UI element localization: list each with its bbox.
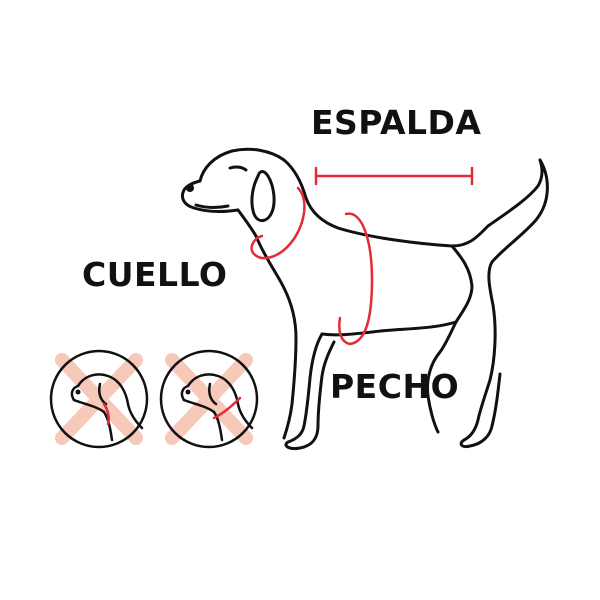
chest-label: PECHO	[330, 367, 460, 406]
wrong-fit-icon-1	[49, 349, 149, 449]
dog-silhouette	[180, 147, 549, 450]
nose-dot	[186, 184, 194, 192]
neck-measure-loop	[250, 186, 306, 260]
chest-measure-loop	[338, 212, 374, 346]
wrong-fit-icon-2	[159, 349, 259, 449]
back-measure-line	[314, 166, 474, 186]
back-label: ESPALDA	[311, 103, 482, 142]
neck-label: CUELLO	[82, 255, 228, 294]
